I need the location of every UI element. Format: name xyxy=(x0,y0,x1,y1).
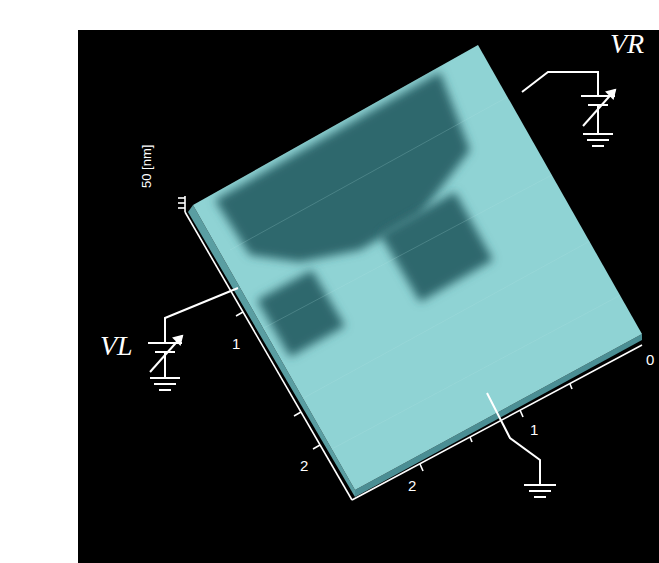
axis-tick-label: 1 xyxy=(232,336,240,351)
vr-source-symbol xyxy=(522,72,615,146)
axis-tick-label: 2 xyxy=(300,458,308,473)
surface-texture xyxy=(230,90,630,450)
axis-tick-label: 0 xyxy=(646,352,654,367)
voltage-label: VL xyxy=(100,332,133,360)
voltage-label: VR xyxy=(610,30,644,58)
vl-source-symbol xyxy=(148,288,238,390)
axis-tick-label: 2 xyxy=(408,478,416,493)
ground-symbol xyxy=(487,393,556,497)
scale-label: 50 [nm] xyxy=(140,145,153,188)
axis-tick-label: 1 xyxy=(530,422,538,437)
surface xyxy=(193,45,642,490)
axes xyxy=(178,196,642,500)
etched-region xyxy=(380,192,493,302)
black-background xyxy=(78,30,659,563)
etched-region xyxy=(257,270,345,357)
